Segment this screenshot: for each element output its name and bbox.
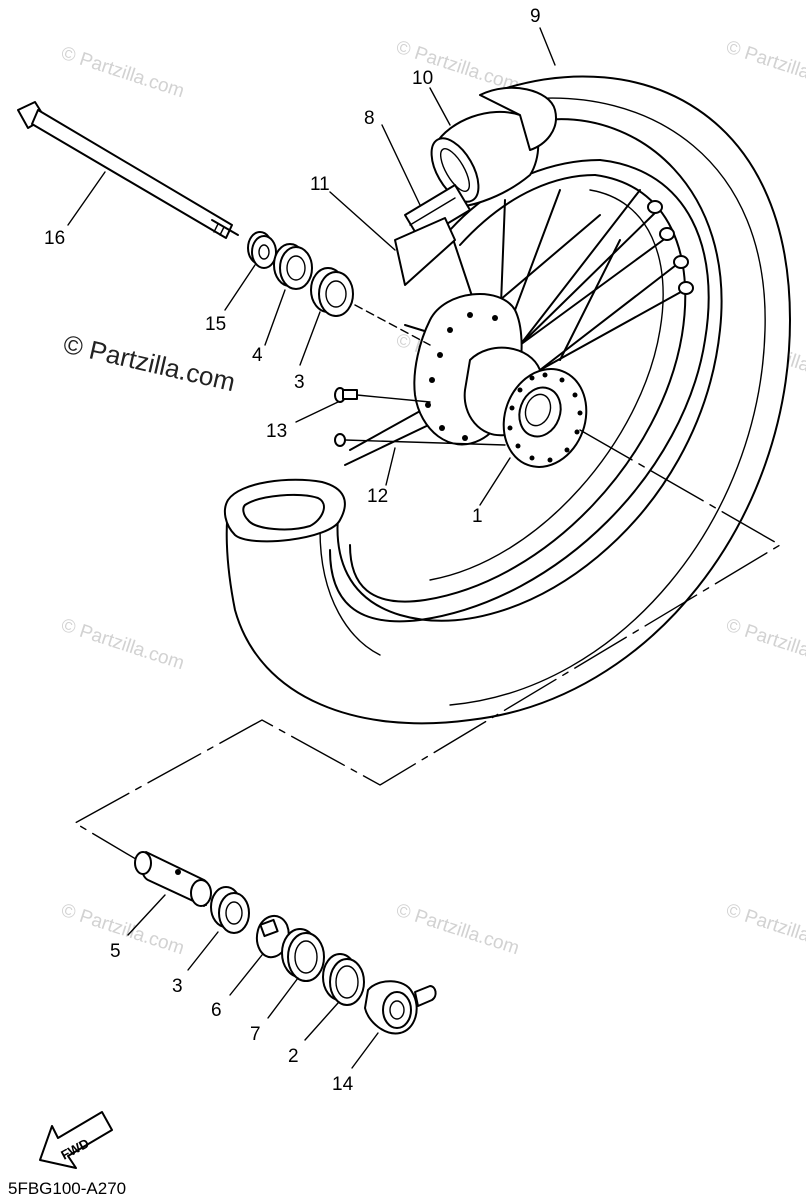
callout-6: 6 — [211, 1000, 222, 1021]
callout-16: 16 — [44, 228, 65, 249]
watermark-main: © Partzilla.com — [61, 329, 238, 398]
watermark: © Partzilla.com — [723, 900, 806, 960]
callout-3-top: 3 — [294, 372, 305, 393]
collar-5 — [134, 851, 212, 907]
callout-4: 4 — [252, 345, 263, 366]
callout-13: 13 — [266, 421, 287, 442]
axle — [17, 101, 239, 239]
valve-strip — [394, 217, 456, 286]
watermark: © Partzilla.com — [58, 43, 186, 103]
callout-3-bottom: 3 — [172, 976, 183, 997]
callout-8: 8 — [364, 108, 375, 129]
diagram-code: 5FBG100-A270 — [8, 1179, 126, 1198]
spoke-nipples — [647, 200, 694, 295]
axis-line — [354, 304, 431, 346]
watermark: © Partzilla.com — [723, 615, 806, 675]
bearing-3-bottom — [210, 886, 250, 934]
callout-15: 15 — [205, 314, 226, 335]
callout-12: 12 — [367, 486, 388, 507]
callout-10: 10 — [412, 68, 433, 89]
leader-lines-bottom — [127, 894, 379, 1069]
callout-14: 14 — [332, 1074, 354, 1095]
oil-seal-7 — [281, 928, 325, 982]
bolt-13 — [334, 387, 431, 403]
callout-11: 11 — [310, 174, 330, 195]
oil-seal-2 — [322, 953, 365, 1006]
brake-disc — [502, 368, 588, 468]
bearing-3-top — [310, 267, 354, 317]
callout-2: 2 — [288, 1046, 299, 1067]
inner-tube — [430, 86, 557, 208]
meter-gear-14 — [364, 980, 437, 1035]
callout-1: 1 — [472, 506, 483, 527]
watermark: © Partzilla.com — [393, 900, 521, 960]
watermark: © Partzilla.com — [58, 900, 186, 960]
callouts: 9 10 8 11 16 15 4 3 13 12 1 5 3 6 7 2 14 — [44, 6, 541, 1095]
hub — [413, 293, 544, 446]
fwd-arrow-icon: FWD — [39, 1111, 113, 1169]
callout-5: 5 — [110, 941, 121, 962]
oil-seal-4 — [273, 243, 313, 290]
spacer-15 — [247, 231, 277, 269]
bolt-12 — [334, 433, 506, 447]
exploded-view-frame — [73, 429, 782, 898]
callout-7: 7 — [250, 1024, 261, 1045]
watermark: © Partzilla.com — [58, 615, 186, 675]
callout-9: 9 — [530, 6, 541, 27]
leader-lines-top — [67, 27, 556, 506]
tire-section — [223, 478, 346, 543]
watermark: © Partzilla.com — [723, 37, 806, 97]
